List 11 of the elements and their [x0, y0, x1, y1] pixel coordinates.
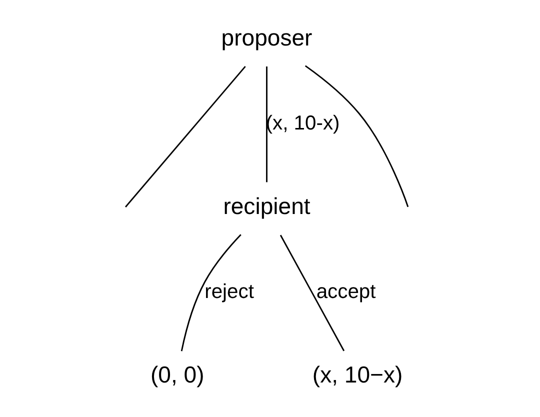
edge-label: reject: [204, 281, 254, 304]
connector: [280, 234, 345, 352]
connector: [125, 66, 246, 208]
connector: [266, 66, 268, 182]
connector: [180, 234, 242, 352]
edge-label: accept: [316, 281, 376, 304]
node-text: proposer: [221, 24, 312, 50]
connector: [304, 65, 409, 208]
node-text: recipient: [223, 192, 310, 219]
node-text: (0, 0): [150, 362, 204, 388]
node-text: (x, 10−x): [312, 362, 403, 388]
